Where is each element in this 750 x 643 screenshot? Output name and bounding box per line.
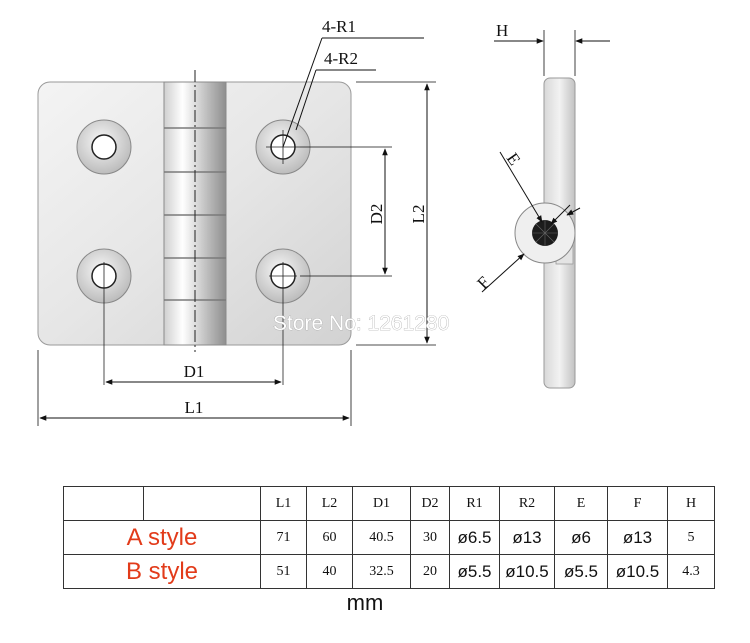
table-header-cell: R1: [449, 486, 500, 521]
table-cell: 32.5: [352, 554, 411, 589]
table-header-cell: F: [607, 486, 668, 521]
d1-dimension: D1: [105, 362, 282, 385]
d2-dimension: D2: [300, 146, 392, 277]
hinge-side-view: [514, 77, 576, 389]
r2-label: 4-R2: [324, 49, 358, 68]
table-header-cell: D1: [352, 486, 411, 521]
table-cell: ø5.5: [449, 554, 500, 589]
f-label: F: [473, 273, 493, 293]
table-cell: ø5.5: [554, 554, 608, 589]
table-header-cell: L2: [306, 486, 353, 521]
table-cell: 40: [306, 554, 353, 589]
store-watermark: Store No: 1261280: [273, 312, 449, 335]
table-header-cell: L1: [260, 486, 307, 521]
table-row: A style 71 60 40.5 30 ø6.5 ø13 ø6 ø13 5: [63, 520, 715, 555]
l2-label: L2: [409, 205, 428, 224]
r1-label: 4-R1: [322, 17, 356, 36]
screw-hole-bottom-right: [255, 248, 311, 385]
table-header-cell: E: [554, 486, 608, 521]
h-dimension: H: [494, 21, 610, 76]
table-cell: ø6: [554, 520, 608, 555]
screw-hole-top-left: [76, 119, 132, 175]
table-cell: 5: [667, 520, 715, 555]
table-cell: 20: [410, 554, 450, 589]
style-label-b: B style: [63, 554, 261, 589]
h-label: H: [496, 21, 508, 40]
table-cell: 60: [306, 520, 353, 555]
l1-label: L1: [185, 398, 204, 417]
table-header-cell: H: [667, 486, 715, 521]
table-header-row: L1 L2 D1 D2 R1 R2 E F H: [63, 486, 715, 521]
table-cell: ø10.5: [607, 554, 668, 589]
table-header-cell: R2: [499, 486, 555, 521]
table-cell: 40.5: [352, 520, 411, 555]
e-label: E: [503, 149, 525, 168]
table-cell: 51: [260, 554, 307, 589]
table-header-blank: [63, 486, 144, 521]
table-cell: ø13: [499, 520, 555, 555]
table-cell: 4.3: [667, 554, 715, 589]
l2-dimension: L2: [356, 81, 436, 346]
dimension-table: L1 L2 D1 D2 R1 R2 E F H A style 71 60 40…: [63, 486, 715, 589]
hinge-front-view: [37, 70, 352, 385]
style-label-a: A style: [63, 520, 261, 555]
d1-label: D1: [184, 362, 205, 381]
l1-dimension: L1: [37, 350, 352, 426]
table-cell: ø10.5: [499, 554, 555, 589]
table-cell: 71: [260, 520, 307, 555]
table-row: B style 51 40 32.5 20 ø5.5 ø10.5 ø5.5 ø1…: [63, 554, 715, 589]
table-cell: ø13: [607, 520, 668, 555]
screw-hole-bottom-left: [76, 248, 132, 385]
table-cell: ø6.5: [449, 520, 500, 555]
table-cell: 30: [410, 520, 450, 555]
table-header-blank: [143, 486, 261, 521]
d2-label: D2: [367, 204, 386, 225]
table-header-cell: D2: [410, 486, 450, 521]
unit-label: mm: [346, 590, 384, 615]
radius-leaders: 4-R1 4-R2: [282, 17, 424, 148]
